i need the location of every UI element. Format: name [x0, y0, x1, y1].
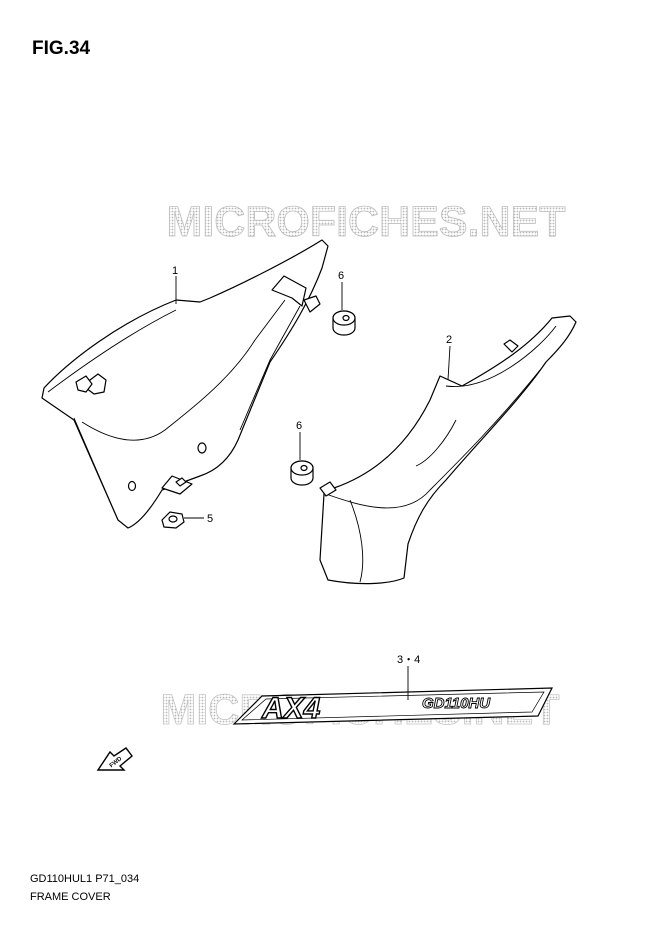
decal-logo-text: AX4	[261, 692, 321, 725]
frame-cover-right-part	[319, 315, 577, 585]
watermark-top: MICROFICHES.NET	[166, 198, 566, 247]
callout-3-4: 3・4	[397, 654, 420, 666]
callout-5: 5	[207, 513, 213, 525]
figure-title: FIG.34	[32, 38, 91, 59]
callout-1: 1	[172, 265, 178, 277]
leader-lines	[175, 276, 451, 700]
callout-6-upper: 6	[338, 270, 344, 282]
frame-cover-left-part	[41, 239, 329, 529]
decal-part: AX4 GD110HU	[232, 687, 553, 726]
grommet-upper-part	[332, 310, 356, 336]
fwd-arrow-icon: FWD	[96, 747, 133, 771]
decal-model-text: GD110HU	[422, 695, 491, 712]
watermark-text: MICROFICHES.NET	[167, 198, 566, 246]
grommet-lower-part	[290, 460, 314, 486]
nut-part	[161, 511, 185, 529]
callout-2: 2	[446, 334, 452, 346]
model-code: GD110HUL1 P71_034	[30, 873, 140, 885]
assembly-name: FRAME COVER	[30, 891, 111, 903]
callout-6-lower: 6	[296, 420, 302, 432]
